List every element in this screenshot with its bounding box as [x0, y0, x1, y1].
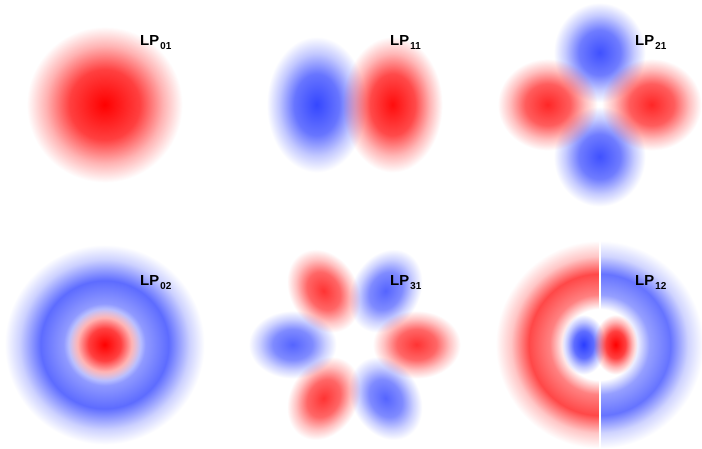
lp11-mode-panel: LP11 — [255, 5, 455, 205]
lp02-intensity-map — [5, 245, 205, 445]
lp31-mode-panel: LP31 — [255, 245, 455, 445]
lp31-label: LP31 — [390, 273, 421, 288]
right-positive-lobe — [602, 59, 702, 151]
lp11-intensity-map — [255, 5, 455, 205]
lp21-mode-panel: LP21 — [500, 5, 700, 205]
lp02-label: LP02 — [140, 273, 171, 288]
lp01-label: LP01 — [140, 33, 171, 48]
lp21-intensity-map — [500, 5, 700, 205]
lp12-mode-panel: LP12 — [500, 245, 700, 445]
lp21-label: LP21 — [635, 33, 666, 48]
lp01-intensity-map — [5, 5, 205, 205]
lp01-mode-panel: LP01 — [5, 5, 205, 205]
left-positive-lobe — [498, 59, 598, 151]
inner-right-positive-lobe — [594, 315, 638, 375]
right-positive-lobe — [343, 37, 443, 173]
lp31-intensity-map — [255, 245, 455, 445]
lp11-label: LP11 — [390, 33, 421, 48]
core-positive-lobe — [69, 309, 141, 381]
lp12-intensity-map — [500, 245, 700, 445]
lp02-mode-panel: LP02 — [5, 245, 205, 445]
lp12-label: LP12 — [635, 273, 666, 288]
